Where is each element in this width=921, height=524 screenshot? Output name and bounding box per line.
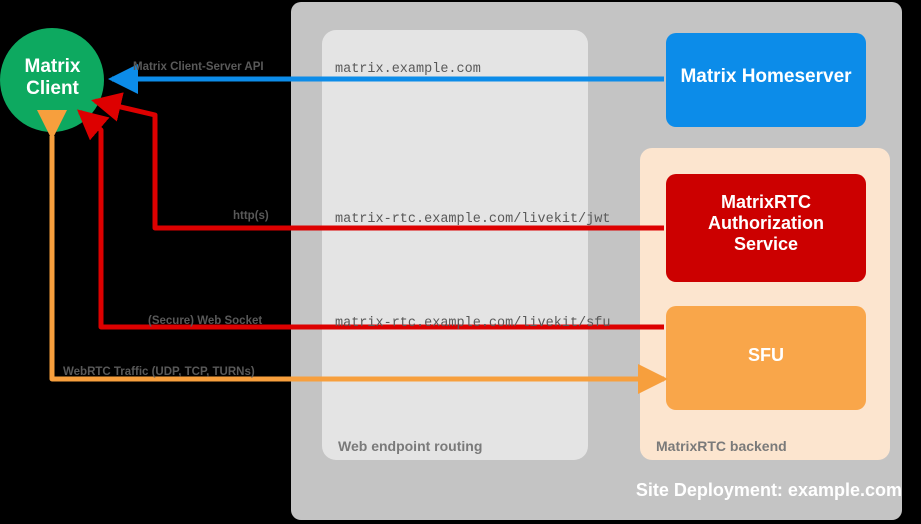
edge-label-http-auth: http(s) <box>233 210 269 222</box>
sfu-node[interactable] <box>666 306 866 410</box>
endpoint-livekit-sfu: matrix-rtc.example.com/livekit/sfu <box>335 316 611 331</box>
web-endpoint-routing-container <box>322 30 588 460</box>
endpoint-livekit-jwt: matrix-rtc.example.com/livekit/jwt <box>335 212 611 227</box>
edge-webrtc-traffic <box>37 110 669 394</box>
edge-label-secure-web-socket: (Secure) Web Socket <box>148 315 263 327</box>
edge-label-matrix-client-server-api: Matrix Client-Server API <box>133 61 264 73</box>
site-deployment-label: Site Deployment: example.com <box>635 480 902 500</box>
matrix-homeserver-node[interactable] <box>666 33 866 127</box>
matrix-client-node[interactable] <box>0 28 104 132</box>
matrixrtc-authorization-service-node[interactable] <box>666 174 866 282</box>
matrixrtc-backend-label: MatrixRTC backend <box>656 438 787 454</box>
edge-label-webrtc-traffic: WebRTC Traffic (UDP, TCP, TURNs) <box>63 366 255 378</box>
web-endpoint-routing-label: Web endpoint routing <box>338 438 483 454</box>
endpoint-matrix-example-com: matrix.example.com <box>335 62 481 77</box>
